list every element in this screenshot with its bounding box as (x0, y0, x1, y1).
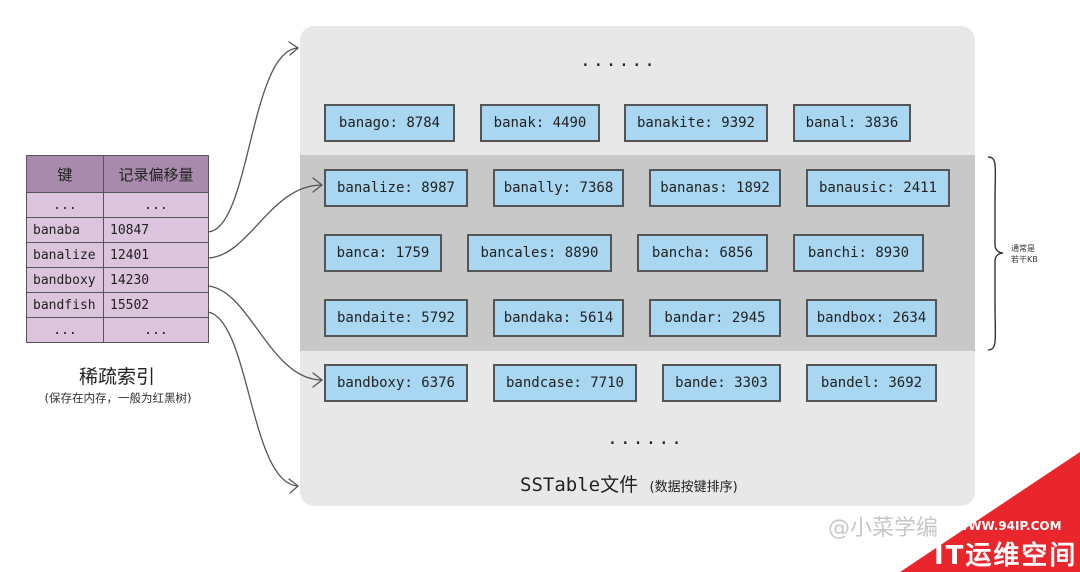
index-offset: 14230 (103, 267, 209, 293)
table-row: bandfish 15502 (26, 292, 209, 318)
kv-record: bandbox: 2634 (806, 299, 937, 337)
kv-record: banal: 3836 (793, 104, 911, 142)
index-title: 稀疏索引 (78, 366, 155, 388)
kb-size-note: 通常是 若干KB (1011, 243, 1038, 265)
kv-record: banak: 4490 (480, 104, 600, 142)
index-offset: ... (103, 317, 209, 343)
table-row: ... ... (26, 317, 209, 343)
kv-record: banchi: 8930 (793, 234, 924, 272)
kv-record: bancha: 6856 (637, 234, 768, 272)
kv-record: banca: 1759 (324, 234, 442, 272)
sstable-caption-main: SSTable文件 (520, 474, 639, 496)
watermark-red-corner (900, 452, 1080, 572)
index-header-key: 键 (26, 155, 104, 193)
kv-record: banalize: 8987 (324, 169, 468, 207)
index-key: bandboxy (26, 267, 104, 293)
kv-record: banally: 7368 (493, 169, 624, 207)
sparse-index-table: 键 记录偏移量 ... ... banaba 10847 banalize 12… (26, 155, 209, 343)
sstable-caption: SSTable文件 (数据按键排序) (520, 470, 738, 497)
arrow-to-banalize (207, 184, 323, 259)
arrow-to-top (207, 47, 299, 233)
table-row: ... ... (26, 192, 209, 218)
watermark-text: @小菜学编 (828, 516, 939, 541)
kv-record: bananas: 1892 (649, 169, 781, 207)
arrowhead-icon (288, 41, 300, 56)
watermark-site-name: IT运维空间 (934, 541, 1078, 571)
kv-record: bande: 3303 (662, 364, 781, 402)
index-header-offset: 记录偏移量 (103, 155, 209, 193)
kv-record: banausic: 2411 (806, 169, 950, 207)
kv-record: bandaite: 5792 (324, 299, 468, 337)
kv-record: bandel: 3692 (806, 364, 937, 402)
table-row: bandboxy 14230 (26, 267, 209, 293)
index-subtitle: (保存在内存，一般为红黑树) (44, 391, 192, 405)
arrowhead-icon (312, 372, 324, 388)
kv-record: bandboxy: 6376 (324, 364, 468, 402)
arrow-to-bottom (207, 311, 299, 487)
index-offset: ... (103, 192, 209, 218)
top-ellipsis: ...... (580, 50, 658, 71)
kv-record: banago: 8784 (324, 104, 455, 142)
sstable-caption-sub: (数据按键排序) (649, 480, 738, 495)
kv-record: bandaka: 5614 (493, 299, 624, 337)
arrow-to-bandboxy (207, 285, 323, 381)
arrowhead-icon (312, 177, 324, 193)
watermark-site-url: WWW.94IP.COM (955, 519, 1062, 533)
index-key: banaba (26, 217, 104, 243)
kb-note-line: 若干KB (1011, 255, 1038, 264)
index-offset: 15502 (103, 292, 209, 318)
kv-record: bancales: 8890 (467, 234, 612, 272)
kv-record: banakite: 9392 (624, 104, 768, 142)
table-row: banaba 10847 (26, 217, 209, 243)
index-offset: 10847 (103, 217, 209, 243)
index-key: ... (26, 317, 104, 343)
bottom-ellipsis: ...... (607, 428, 685, 449)
kb-note-line: 通常是 (1011, 244, 1035, 253)
kv-record: bandar: 2945 (649, 299, 781, 337)
kv-record: bandcase: 7710 (493, 364, 637, 402)
index-key: bandfish (26, 292, 104, 318)
curly-brace-icon (987, 156, 1004, 351)
arrowhead-icon (288, 478, 300, 494)
